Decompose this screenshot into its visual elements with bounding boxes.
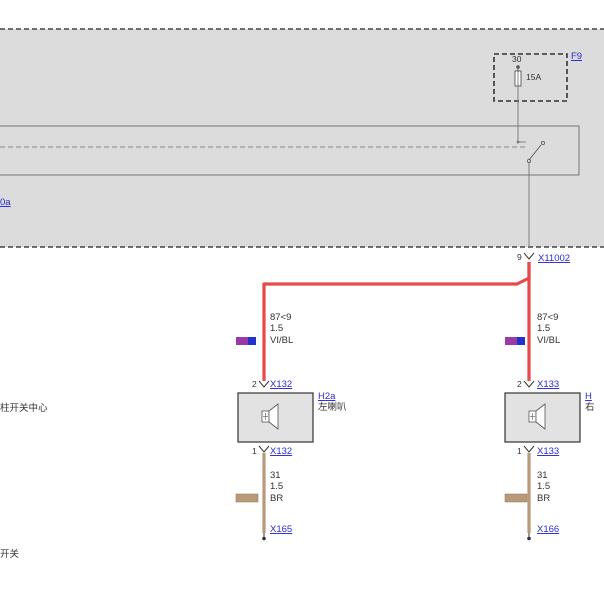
switch-blade-icon — [528, 144, 542, 161]
speaker-left-bottom-pin: 1 — [252, 446, 257, 456]
brown-wire-left-color: BR — [270, 493, 283, 504]
brown-wire-right-gauge: 1.5 — [537, 481, 550, 492]
connector-chevron-icon — [523, 380, 535, 388]
speaker-left-bottom-conn-link[interactable]: X132 — [270, 446, 292, 457]
side-label-bottom: 开关 — [0, 548, 20, 560]
color-swatch-brown — [235, 493, 259, 503]
connector-pin: 9 — [517, 252, 522, 262]
ground-terminal-icon — [262, 536, 266, 541]
fuse-id-link[interactable]: F9 — [571, 51, 582, 62]
red-wire-right-signal: 87<9 — [537, 312, 558, 323]
red-wire — [262, 262, 531, 381]
red-wire-left-signal: 87<9 — [270, 312, 291, 323]
speaker-left-top-pin: 2 — [252, 379, 257, 389]
speaker-right-bottom-conn-link[interactable]: X133 — [537, 446, 559, 457]
ground-terminal-icon — [527, 536, 531, 541]
color-swatch-blue — [248, 337, 256, 345]
module-inner-block — [0, 125, 580, 176]
color-swatch-violet — [505, 337, 517, 345]
ground-right-link[interactable]: X166 — [537, 524, 559, 535]
red-wire-left-labels: 87<9 1.5 VI/BL — [236, 312, 293, 346]
ground-left-link[interactable]: X165 — [270, 524, 292, 535]
speaker-right-top-conn-link[interactable]: X133 — [537, 379, 559, 390]
speaker-right-id-link[interactable]: H — [585, 391, 592, 402]
speaker-icon — [261, 403, 279, 430]
red-wire-right-labels: 87<9 1.5 VI/BL — [505, 312, 560, 346]
module-body — [0, 29, 604, 247]
fuse-rating: 15A — [526, 72, 541, 82]
speaker-right-top-pin: 2 — [517, 379, 522, 389]
fuse-box-border — [493, 53, 568, 102]
brown-wire-left-signal: 31 — [270, 470, 281, 481]
speaker-right-name: 右 — [585, 401, 595, 413]
color-swatch-violet — [236, 337, 248, 345]
red-wire-right-color: VI/BL — [537, 335, 560, 346]
red-wire-left-gauge: 1.5 — [270, 323, 283, 334]
connector-chevron-icon — [523, 252, 535, 260]
control-module: 0a 30 15A F9 — [0, 28, 604, 248]
fuse-box: 30 15A F9 — [493, 51, 582, 102]
speaker-left-name: 左喇叭 — [318, 401, 347, 413]
red-wire-right-gauge: 1.5 — [537, 323, 550, 334]
switch-contact-open — [541, 140, 546, 145]
red-wire-left-color: VI/BL — [270, 335, 293, 346]
speaker-left: 2 X132 H2a 左喇叭 1 X132 — [237, 379, 347, 457]
brown-wire-left-gauge: 1.5 — [270, 481, 283, 492]
relay-switch — [527, 140, 546, 163]
connector-chevron-icon — [258, 445, 270, 453]
color-swatch-brown — [504, 493, 528, 503]
brown-wire-left-labels: 31 1.5 BR — [235, 470, 283, 504]
connector-id-link[interactable]: X11002 — [538, 253, 570, 264]
color-swatch-blue — [517, 337, 525, 345]
speaker-cone — [535, 403, 546, 430]
speaker-right-bottom-pin: 1 — [517, 446, 522, 456]
speaker-icon — [528, 403, 546, 430]
module-link[interactable]: 0a — [0, 197, 11, 208]
speaker-left-id-link[interactable]: H2a — [318, 391, 336, 402]
brown-wire-right-signal: 31 — [537, 470, 548, 481]
speaker-cone — [268, 403, 279, 430]
speaker-left-top-conn-link[interactable]: X132 — [270, 379, 292, 390]
connector-chevron-icon — [523, 445, 535, 453]
connector-chevron-icon — [258, 380, 270, 388]
brown-wire-right-color: BR — [537, 493, 550, 504]
speaker-right: 2 X133 H 右 1 X133 — [504, 379, 595, 457]
ground-right: X166 — [527, 524, 559, 541]
ground-left: X165 — [262, 524, 292, 541]
fuse-pin: 30 — [512, 54, 522, 64]
connector-x11002: 9 X11002 — [517, 252, 570, 264]
brown-wire-right-labels: 31 1.5 BR — [504, 470, 550, 504]
side-label-mid: 柱开关中心 — [0, 402, 48, 414]
